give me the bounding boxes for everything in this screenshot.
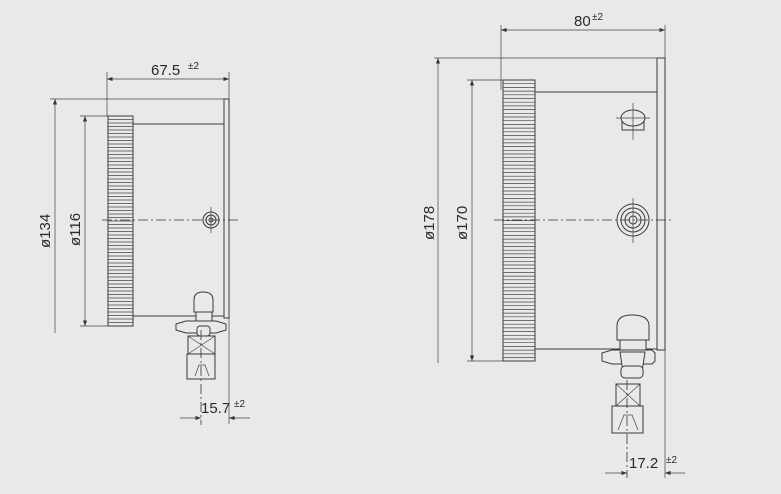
right-bottom-connector [601, 314, 656, 478]
left-outer-diameter: ø134 [37, 214, 54, 248]
right-ring-diameter: ø170 [454, 206, 471, 240]
left-connection-tol: ±2 [234, 399, 245, 410]
left-ring-diameter: ø116 [67, 213, 84, 246]
right-back-flange [656, 57, 666, 351]
right-depth-tol: ±2 [592, 12, 603, 23]
right-depth-dim: 80 [574, 13, 591, 30]
right-connection-offset: 17.2 [629, 455, 658, 472]
right-case-body [534, 91, 658, 350]
left-rear-port [202, 207, 220, 233]
left-knurled-bezel [107, 115, 134, 327]
left-gauge-side-view: 67.5 ±2 ø134 ø116 15.7 ±2 [37, 61, 250, 425]
left-depth-tol: ±2 [188, 61, 199, 72]
right-top-plug [616, 103, 650, 140]
left-bottom-connector [175, 291, 227, 425]
right-gauge-side-view: 80 ±2 ø178 ø170 17.2 ±2 [421, 12, 685, 478]
right-knurled-bezel [502, 79, 536, 362]
left-depth-dim: 67.5 [151, 62, 180, 79]
right-rear-port [616, 198, 650, 243]
right-outer-diameter: ø178 [421, 206, 438, 240]
right-connection-tol: ±2 [666, 455, 677, 466]
left-back-flange [223, 98, 230, 319]
left-connection-offset: 15.7 [201, 400, 230, 417]
